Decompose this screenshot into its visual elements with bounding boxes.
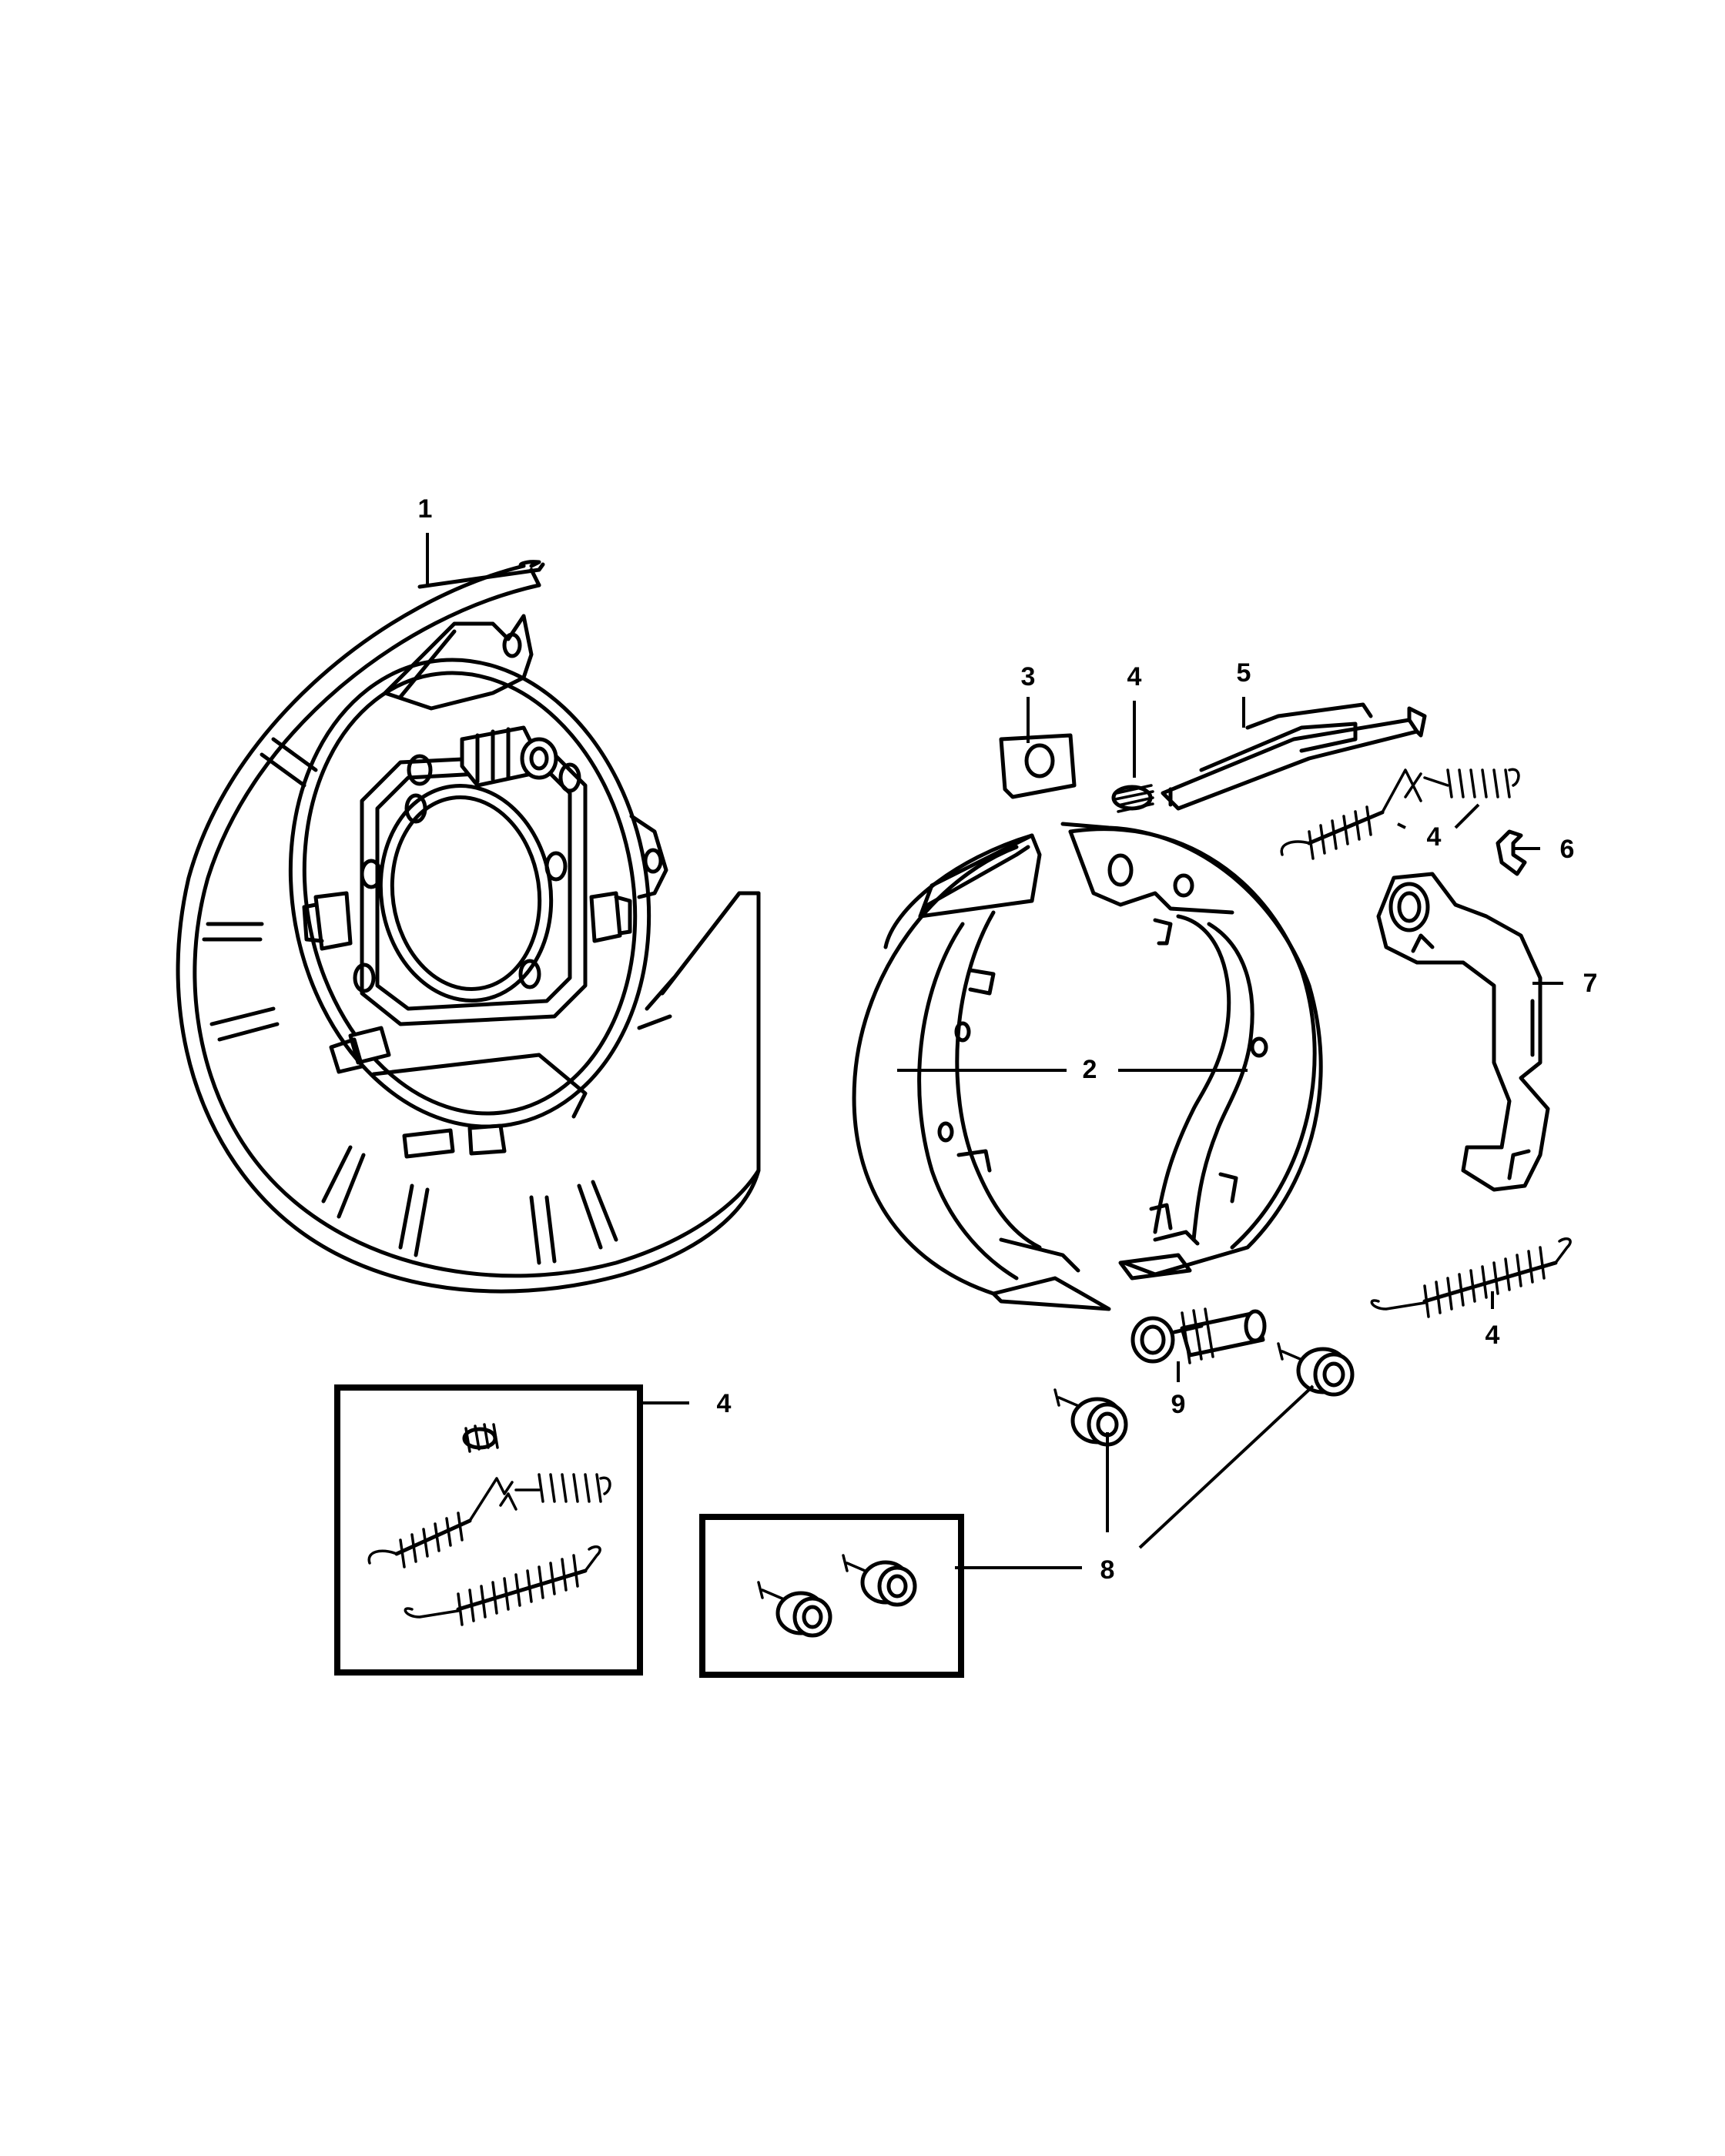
shoe-return-springs <box>1280 768 1520 860</box>
cap-kit-box <box>699 1514 1082 1678</box>
brake-adjuster-caps <box>1053 1342 1355 1549</box>
callout-3: 3 <box>1021 662 1036 691</box>
callout-8: 8 <box>1100 1555 1115 1585</box>
adjuster-screw <box>1130 1307 1267 1382</box>
callout-4-kit: 4 <box>717 1389 732 1418</box>
callout-4-small-spring: 4 <box>1127 662 1142 691</box>
parking-brake-strut <box>1161 697 1427 811</box>
shoe-clip <box>999 697 1077 799</box>
callout-4-return-springs: 4 <box>1427 822 1442 852</box>
retaining-clip <box>1496 829 1540 876</box>
callout-2: 2 <box>1083 1055 1097 1084</box>
callout-4-lower-spring: 4 <box>1486 1321 1500 1350</box>
callout-7: 7 <box>1583 969 1598 998</box>
brake-shoe-set <box>852 822 1323 1311</box>
callout-5: 5 <box>1237 658 1251 688</box>
backing-plate-assembly <box>176 533 761 1294</box>
spring-kit-box <box>334 1384 689 1676</box>
callout-labels: 1 2 3 4 4 4 4 5 6 7 8 9 <box>418 494 1598 1585</box>
callout-6: 6 <box>1560 835 1575 864</box>
parking-brake-lever <box>1376 872 1563 1192</box>
callout-1: 1 <box>418 494 433 524</box>
small-spring <box>1111 701 1154 813</box>
callout-9: 9 <box>1171 1390 1186 1419</box>
lower-return-spring <box>1370 1237 1572 1318</box>
